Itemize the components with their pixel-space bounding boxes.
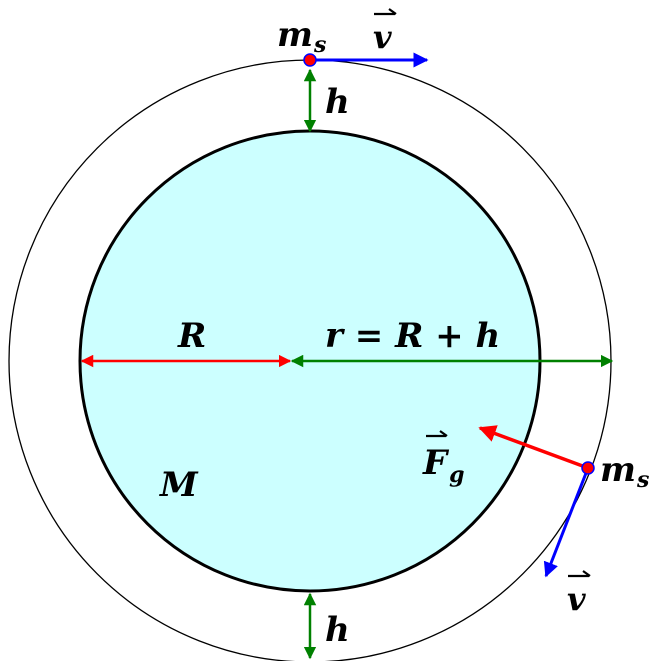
velocity-label-right: v [567,580,586,618]
planet-radius-label: R [177,316,206,356]
altitude-label-top: h [325,82,350,122]
planet-mass-label: M [159,465,199,505]
satellite-dot-right [581,461,595,475]
vector-mark-icon [426,430,448,438]
altitude-label-bottom: h [325,610,350,650]
velocity-label-top: v [373,18,392,56]
satellite-mass-label-right: ms [600,450,649,493]
vector-mark-icon [374,8,397,16]
gravity-force-arrow [478,425,589,470]
orbit-radius-label: r = R + h [325,316,500,356]
gravity-force-label: Fg [422,443,465,488]
vector-mark-icon [568,570,591,578]
satellite-mass-label-top: ms [277,15,326,58]
satellite-dot-top [303,53,317,67]
velocity-arrow-right [543,467,590,578]
